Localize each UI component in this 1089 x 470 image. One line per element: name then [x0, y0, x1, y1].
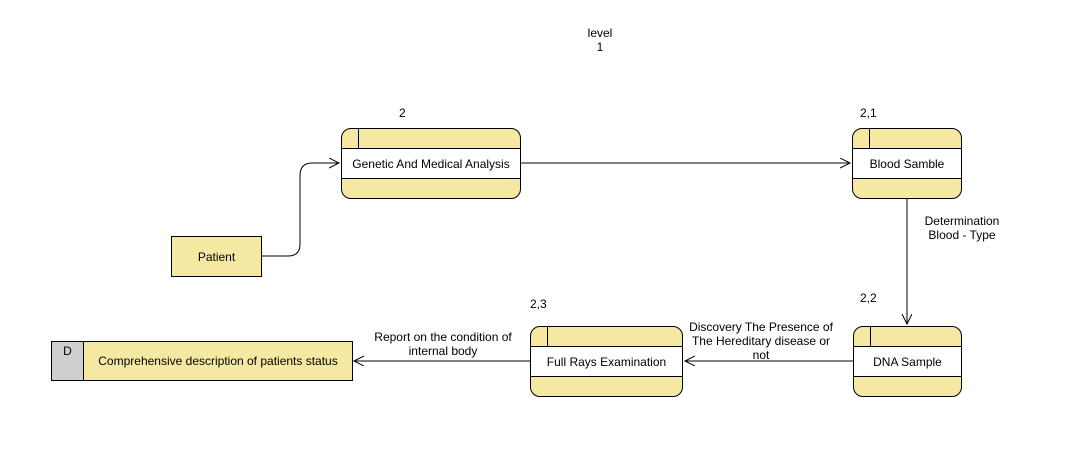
process-dna-sample[interactable]: DNA Sample [853, 326, 962, 397]
flow-label-dna-to-rays: Discovery The Presence of The Hereditary… [689, 320, 833, 362]
data-store-label: Comprehensive description of patients st… [98, 354, 338, 368]
entity-patient[interactable]: Patient [171, 236, 262, 277]
diagram-title: level 1 [587, 26, 613, 54]
process-dna-sample-label: DNA Sample [854, 347, 961, 377]
process-id-dna: 2,2 [860, 291, 877, 305]
flow-label-blood-to-dna: Determination Blood - Type [924, 214, 1000, 242]
process-full-rays-label: Full Rays Examination [531, 347, 682, 377]
flow-label-rays-to-store: Report on the condition of internal body [374, 330, 512, 358]
process-id-blood: 2,1 [860, 106, 877, 120]
entity-patient-label: Patient [197, 249, 236, 264]
flow-patient-to-genetic [262, 163, 339, 257]
process-full-rays[interactable]: Full Rays Examination [530, 326, 683, 397]
data-store[interactable]: D Comprehensive description of patients … [51, 341, 353, 381]
process-genetic-analysis-label: Genetic And Medical Analysis [342, 149, 520, 179]
process-blood-sample-label: Blood Samble [853, 149, 961, 179]
process-id-genetic: 2 [399, 106, 406, 120]
process-id-rays: 2,3 [530, 297, 547, 311]
process-blood-sample[interactable]: Blood Samble [852, 128, 962, 199]
process-genetic-analysis[interactable]: Genetic And Medical Analysis [341, 128, 521, 199]
data-store-id: D [52, 342, 84, 380]
